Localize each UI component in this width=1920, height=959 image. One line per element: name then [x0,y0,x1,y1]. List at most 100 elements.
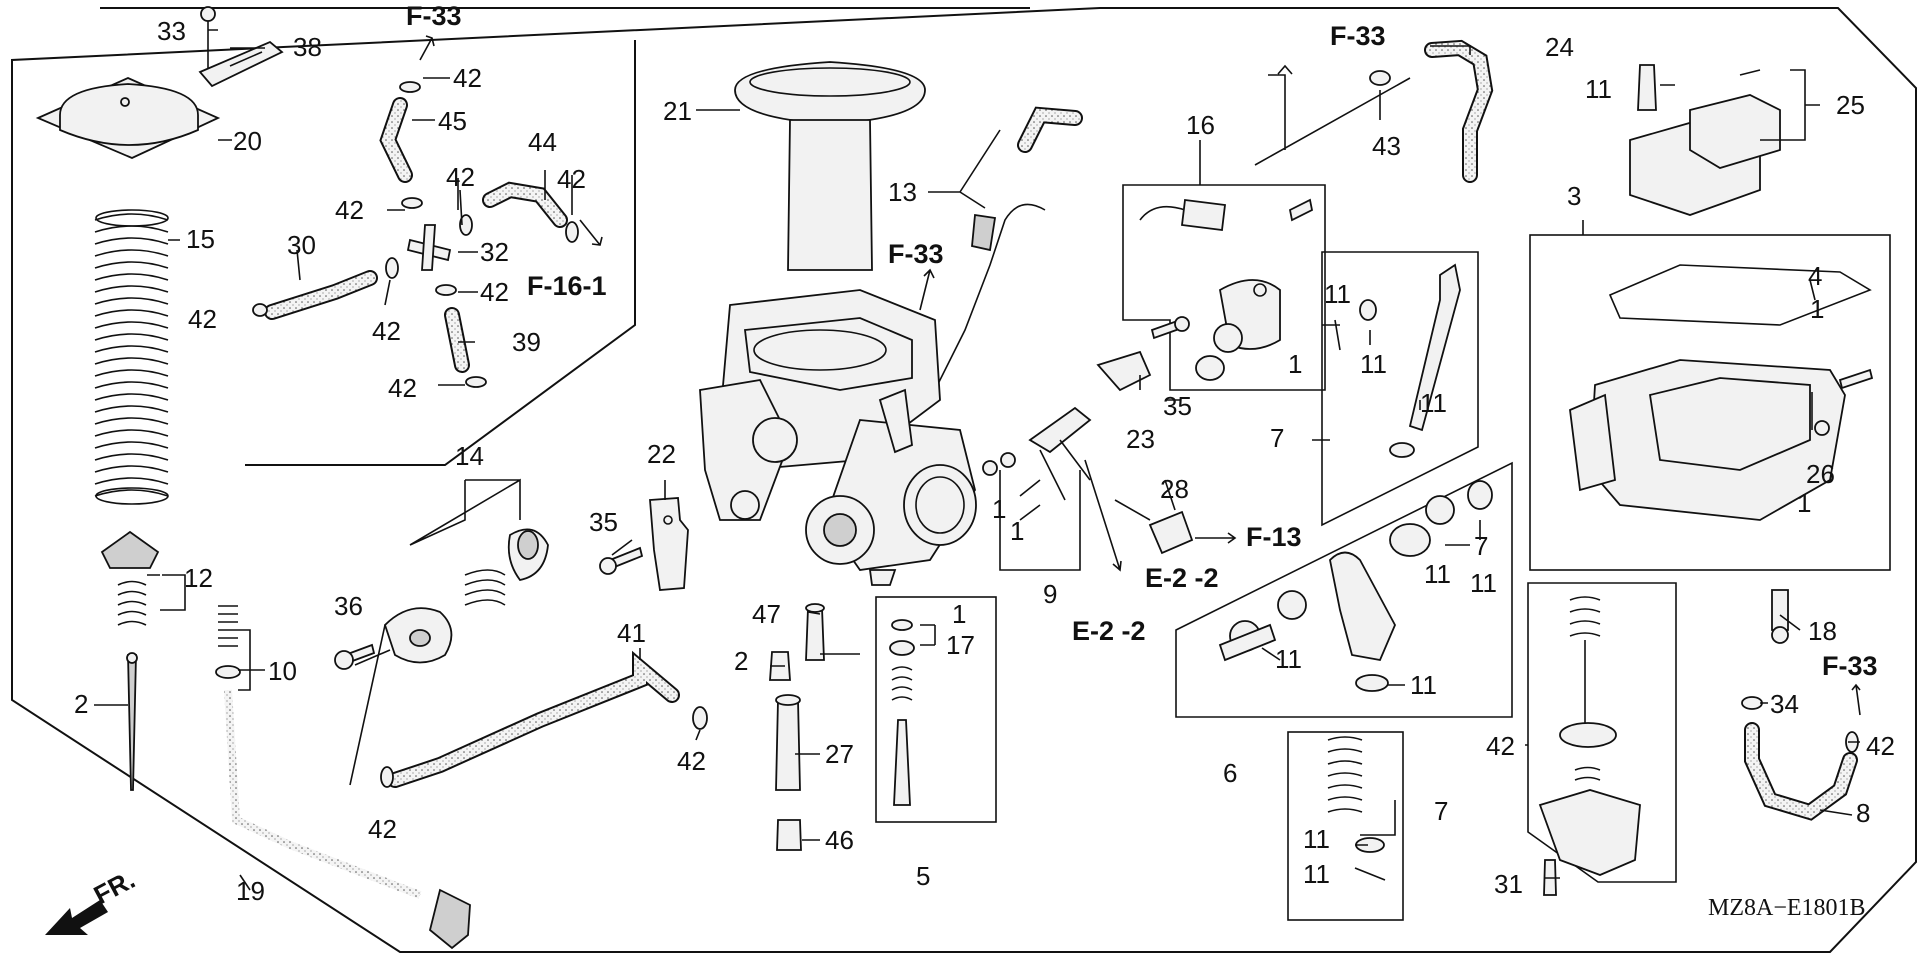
callout-41: 41 [617,618,646,648]
callout-42: 42 [335,195,364,225]
parts-upper-box-7[interactable] [1334,263,1461,458]
callout-42: 42 [372,316,401,346]
callout-42: 42 [557,164,586,194]
callout-42: 34 [1770,689,1799,719]
part-43-clip[interactable] [1369,70,1391,86]
parts-box-6[interactable] [1218,480,1493,692]
callout-20: 20 [233,126,262,156]
callout-1: 1 [992,494,1006,524]
part-33-screw[interactable] [200,6,216,68]
callout-13: 13 [888,177,917,207]
group-box-5 [875,596,997,823]
callout-23: 23 [1126,424,1155,454]
callout-21: 21 [663,96,692,126]
part-32-joint[interactable] [406,224,452,271]
callout-17: 17 [946,630,975,660]
callout-1: 1 [1288,349,1302,379]
part-41-hose[interactable] [387,650,680,788]
part-17-pilot-screw-set[interactable] [889,619,915,806]
callout-19: 19 [236,876,265,906]
callout-44: 44 [528,127,557,157]
callout-1: 1 [1010,516,1024,546]
callout-34: 18 [1808,616,1837,646]
screw-18[interactable] [1814,368,1874,436]
callout-27: 27 [825,739,854,769]
part-47-jet[interactable] [805,603,825,661]
callout-37: 31 [1494,869,1523,899]
part-24-hose[interactable] [1424,39,1494,183]
callout-43: 43 [1372,131,1401,161]
callout-2: 2 [734,646,748,676]
callout-42: 42 [388,373,417,403]
ref-f16-1: F-16-1 [527,271,607,301]
callout-11: 11 [1424,559,1451,589]
part-46-main-jet[interactable] [776,819,802,851]
part-44-hose[interactable] [482,181,568,228]
leader-lines [94,29,1860,891]
callout-15: 15 [186,224,215,254]
part-25-valve[interactable] [1637,64,1657,111]
part-27-needle-jet[interactable] [775,694,801,791]
part-39-hose[interactable] [444,307,470,373]
part-9-starter-valve[interactable] [982,406,1092,501]
part-31-hose[interactable] [1744,722,1858,821]
inset-frame-top-left [245,40,636,466]
ref-f33-top-left: F-33 [406,1,462,31]
clips-42-inset[interactable] [252,81,579,388]
callout-33: 33 [157,16,186,46]
ref-e2-2-right: E-2 -2 [1145,563,1219,593]
callout-36: 36 [334,591,363,621]
group-box-16 [1122,184,1326,391]
callout-3: 25 [1836,90,1865,120]
part-13-hose-upper[interactable] [1017,106,1083,153]
part-3-float[interactable] [1629,69,1781,216]
float-chamber[interactable] [1569,359,1846,521]
callout-42: 42 [188,304,217,334]
callout-4: 3 [1567,181,1581,211]
part-2-jet-needle[interactable] [126,652,138,791]
part-23-lever[interactable] [1096,350,1152,392]
clips-42-center[interactable] [380,706,708,788]
part-20-carburetor-cap[interactable] [35,77,221,159]
ref-f13: F-13 [1246,522,1302,552]
group-box-7-lower [1287,731,1404,921]
part-8-diaphragm-assembly[interactable] [1538,596,1641,876]
callout-26: 1 [1810,294,1824,324]
part-12-needle-holder[interactable] [100,530,160,626]
section-references: F-33 F-16-1 F-33 F-33 F-13 E-2 -2 E-2 -2… [406,1,1878,681]
callout-6: 6 [1223,758,1237,788]
callout-9: 9 [1043,579,1057,609]
callout-7: 7 [1270,423,1284,453]
callout-7: 7 [1474,531,1488,561]
part-15-spring[interactable] [94,209,169,505]
part-35-screw-right[interactable] [1150,316,1190,340]
part-30-hose[interactable] [264,270,378,320]
callout-47: 47 [752,599,781,629]
part-38-plate[interactable] [198,40,284,88]
callout-8: 42 [1486,731,1515,761]
part-34-screw[interactable] [1771,589,1789,644]
part-36-screw[interactable] [334,643,376,670]
part-13-hose-lower[interactable] [934,203,1046,391]
callout-5: 5 [916,861,930,891]
group-box-8 [1527,582,1677,883]
part-16-sensor[interactable] [1139,198,1314,381]
callout-11: 11 [1410,670,1437,700]
part-21-diaphragm-piston[interactable] [734,61,926,271]
carburetor-body[interactable] [699,289,977,586]
callout-11: 11 [1275,644,1302,674]
part-35-screw-left[interactable] [599,546,644,575]
parts-lower-box-7[interactable] [1327,736,1386,881]
part-10-cable-spring[interactable] [215,605,241,679]
reference-arrows [419,35,1861,716]
part-45-hose[interactable] [379,97,413,183]
part-22-bracket[interactable] [649,497,689,591]
diagram-code: MZ8A−E1801B [1708,895,1866,921]
part-19-throttle-cable[interactable] [224,689,471,950]
part-26-gasket[interactable] [1608,264,1872,326]
pump-cover[interactable] [383,607,453,664]
part-28-cap[interactable] [1148,510,1194,555]
callout-1: 26 [1806,459,1835,489]
callout-12: 12 [184,563,213,593]
part-14-accelerator-pump[interactable] [464,528,549,606]
